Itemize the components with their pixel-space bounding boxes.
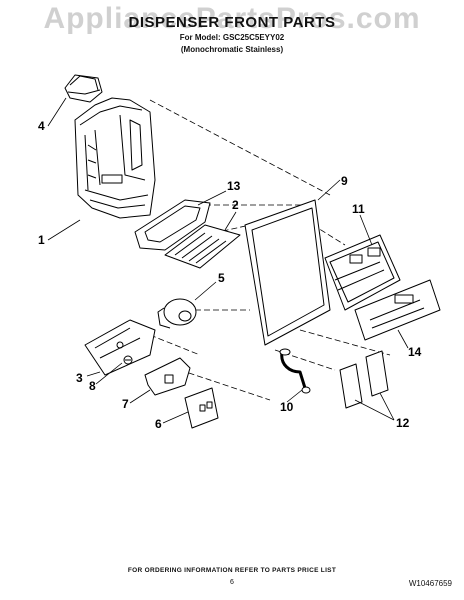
part-panel-frame (244, 199, 331, 346)
callout-6: 6 (155, 417, 162, 431)
part-drip-frame (134, 199, 211, 251)
part-cap-lens (64, 74, 103, 103)
callout-2: 2 (232, 198, 239, 212)
callout-8: 8 (89, 379, 96, 393)
callout-10: 10 (280, 400, 294, 414)
callout-1: 1 (38, 233, 45, 247)
part-water-tube (279, 348, 311, 394)
watermark-text: AppliancePartsPros.com (43, 2, 421, 35)
part-control-board (324, 234, 401, 311)
variant-line: (Monochromatic Stainless) (180, 45, 284, 54)
callout-labels: 1 2 3 4 5 6 7 8 9 10 11 12 13 14 (38, 119, 422, 431)
callout-14: 14 (408, 345, 422, 359)
part-paddle (184, 387, 219, 429)
page-number: 6 (230, 579, 234, 586)
page-title: DISPENSER FRONT PARTS (128, 14, 336, 31)
part-dispenser-housing (74, 97, 156, 219)
callout-12: 12 (396, 416, 410, 430)
part-screw (123, 355, 133, 365)
part-bracket (84, 319, 156, 376)
part-switch (144, 357, 191, 396)
callout-5: 5 (218, 271, 225, 285)
callout-13: 13 (227, 179, 241, 193)
callout-3: 3 (76, 371, 83, 385)
document-number: W10467659 (408, 579, 452, 588)
callout-7: 7 (122, 397, 129, 411)
part-grille-tray (164, 224, 241, 269)
callout-9: 9 (341, 174, 348, 188)
ordering-note: FOR ORDERING INFORMATION REFER TO PARTS … (127, 567, 337, 574)
callout-4: 4 (38, 119, 45, 133)
part-motor (157, 298, 197, 329)
part-cover-panels (339, 350, 389, 409)
leader-lines (47, 97, 409, 424)
part-control-overlay (354, 279, 441, 341)
callout-11: 11 (352, 202, 365, 216)
model-line: For Model: GSC25C5EYY02 (179, 33, 285, 42)
